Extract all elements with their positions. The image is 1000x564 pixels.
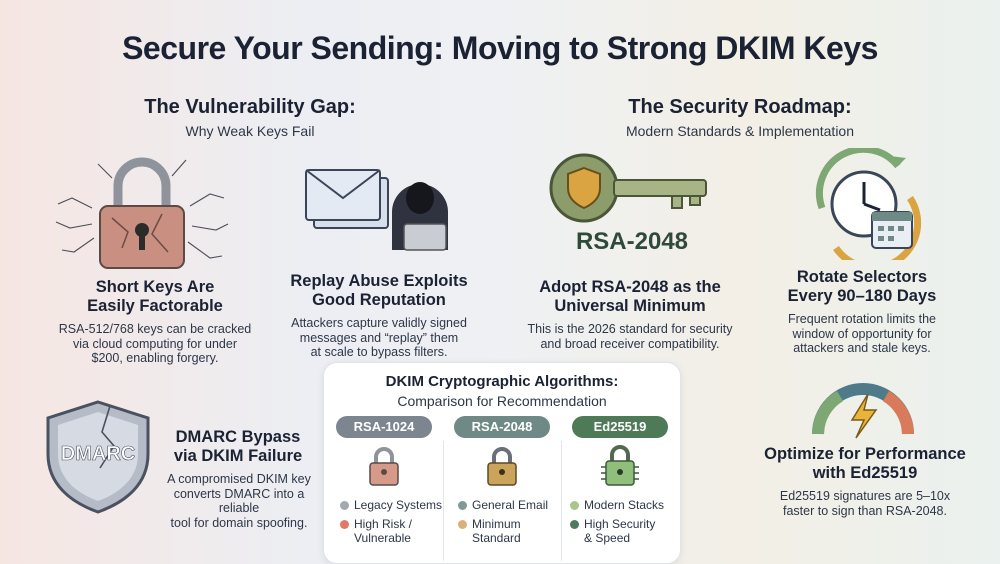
key-icon	[549, 153, 707, 223]
comparison-title: DKIM Cryptographic Algorithms:	[385, 373, 619, 390]
clock-rotation-icon	[815, 148, 922, 260]
envelope-hacker-icon	[305, 169, 448, 251]
rotate-selectors-title-line2: Every 90–180 Days	[787, 287, 937, 305]
secure-lock-icon	[601, 445, 639, 486]
minimum-bullet-dot	[458, 520, 467, 529]
short-keys-title-line1: Short Keys Are	[95, 278, 215, 296]
optimize-title-line2: with Ed25519	[812, 464, 918, 482]
cracked-padlock-icon	[55, 157, 229, 269]
rsa-2048-level-line2: Standard	[472, 531, 521, 545]
legacy-bullet-dot	[340, 501, 349, 510]
dmarc-bypass-text-line1: A compromised DKIM key	[167, 472, 311, 486]
dmarc-bypass-title-line1: DMARC Bypass	[175, 428, 301, 446]
adopt-rsa-text-line1: This is the 2026 standard for security	[527, 322, 733, 336]
standard-lock-icon	[487, 447, 517, 486]
column-divider	[561, 441, 562, 561]
dmarc-bypass-card: DMARC Bypass via DKIM Failure A compromi…	[148, 428, 328, 530]
rsa-2048-key-label: RSA-2048	[575, 228, 689, 255]
rotate-selectors-text-line3: attackers and stale keys.	[793, 341, 931, 355]
short-keys-text-line1: RSA-512/768 keys can be cracked	[58, 322, 252, 336]
rsa-2048-level-line1: Minimum	[472, 517, 521, 531]
adopt-rsa-text-line2: and broad receiver compatibility.	[540, 336, 720, 351]
rotate-selectors-card: Rotate Selectors Every 90–180 Days Frequ…	[752, 268, 972, 356]
optimize-performance-card: Optimize for Performance with Ed25519 Ed…	[745, 445, 985, 518]
dmarc-bypass-text-line3: tool for domain spoofing.	[170, 515, 308, 530]
rsa-1024-pill: RSA-1024	[336, 416, 432, 438]
risk-bullet-dot	[340, 520, 349, 529]
dmarc-bypass-text-line2: converts DMARC into a reliable	[173, 486, 305, 516]
optimize-title-line1: Optimize for Performance	[764, 445, 966, 463]
cracked-shield-icon: DMARC	[46, 400, 150, 514]
adopt-rsa-card: Adopt RSA-2048 as the Universal Minimum …	[505, 278, 755, 351]
replay-abuse-title-line2: Good Reputation	[312, 291, 446, 309]
short-keys-card: Short Keys Are Easily Factorable RSA-512…	[40, 278, 270, 366]
security-bullet-dot	[570, 520, 579, 529]
page-title: Secure Your Sending: Moving to Strong DK…	[122, 30, 878, 66]
algorithm-comparison-panel: DKIM Cryptographic Algorithms: Compariso…	[323, 362, 681, 564]
ed25519-pill: Ed25519	[572, 416, 668, 438]
rsa-1024-risk-line1: High Risk /	[354, 517, 413, 531]
modern-bullet-dot	[570, 501, 579, 510]
comparison-subtitle: Comparison for Recommendation	[397, 393, 607, 409]
vulnerability-section-header: The Vulnerability Gap: Why Weak Keys Fai…	[100, 96, 400, 139]
short-keys-title-line2: Easily Factorable	[87, 297, 223, 315]
roadmap-section-title: The Security Roadmap:	[628, 96, 852, 118]
roadmap-section-header: The Security Roadmap: Modern Standards &…	[590, 96, 890, 139]
optimize-text-line1: Ed25519 signatures are 5–10x	[779, 489, 951, 503]
rsa-2048-pill: RSA-2048	[454, 416, 550, 438]
replay-abuse-text-line2: messages and “replay” them	[299, 330, 459, 345]
dmarc-bypass-title-line2: via DKIM Failure	[173, 447, 303, 465]
short-keys-text-line2: via cloud computing for under	[73, 336, 237, 351]
rotate-selectors-title-line1: Rotate Selectors	[796, 268, 928, 286]
general-bullet-dot	[458, 501, 467, 510]
column-divider	[443, 441, 444, 561]
speed-gauge-icon	[812, 383, 914, 439]
vulnerable-lock-icon	[369, 447, 399, 486]
dmarc-shield-label: DMARC	[61, 443, 135, 465]
ed25519-level-line2: & Speed	[584, 531, 631, 545]
ed25519-use: Modern Stacks	[584, 498, 665, 512]
vulnerability-section-subtitle: Why Weak Keys Fail	[185, 123, 315, 139]
rsa-2048-use: General Email	[472, 498, 549, 512]
adopt-rsa-title-line1: Adopt RSA-2048 as the	[539, 278, 721, 296]
rsa-1024-risk-line2: Vulnerable	[354, 531, 411, 545]
adopt-rsa-title-line2: Universal Minimum	[554, 297, 706, 315]
vulnerability-section-title: The Vulnerability Gap:	[144, 96, 356, 118]
optimize-text-line2: faster to sign than RSA-2048.	[783, 503, 947, 518]
rsa-1024-use: Legacy Systems	[354, 498, 443, 512]
replay-abuse-title-line1: Replay Abuse Exploits	[290, 272, 468, 290]
roadmap-section-subtitle: Modern Standards & Implementation	[625, 123, 854, 139]
replay-abuse-text-line3: at scale to bypass filters.	[310, 345, 448, 359]
rotate-selectors-text-line2: window of opportunity for	[792, 326, 932, 341]
replay-abuse-text-line1: Attackers capture validly signed	[291, 316, 467, 330]
replay-abuse-card: Replay Abuse Exploits Good Reputation At…	[264, 272, 494, 360]
rotate-selectors-text-line1: Frequent rotation limits the	[788, 312, 936, 326]
ed25519-level-line1: High Security	[584, 517, 656, 531]
short-keys-text-line3: $200, enabling forgery.	[91, 351, 219, 365]
